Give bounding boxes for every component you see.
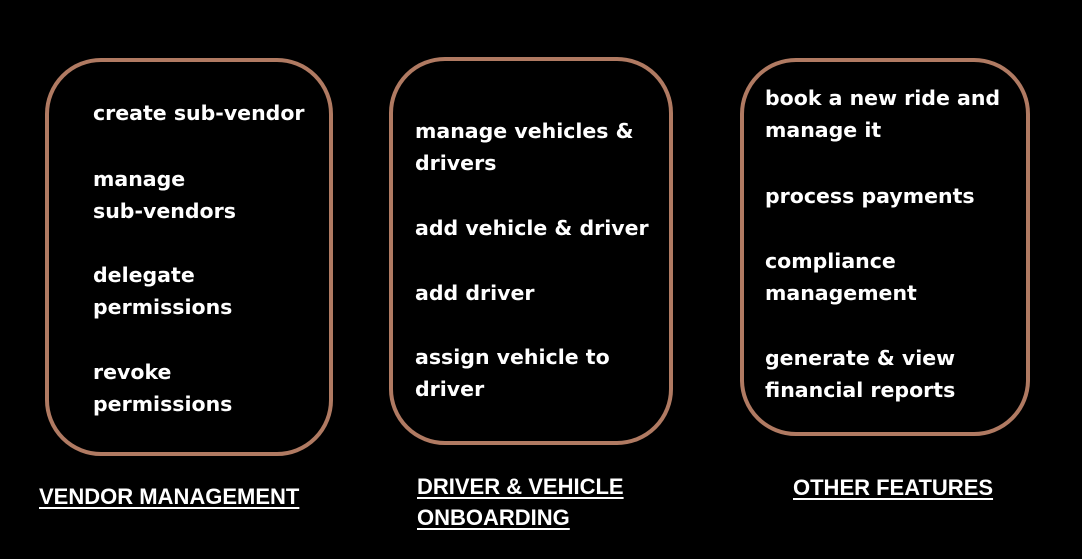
vendor-item-delegate-permissions: delegate permissions	[93, 263, 233, 319]
other-features-caption: OTHER FEATURES	[793, 475, 994, 500]
vendor-management-panel	[45, 58, 333, 456]
driver-vehicle-onboarding-caption: DRIVER & VEHICLE ONBOARDING	[417, 474, 624, 530]
driver-item-add-vehicle-driver: add vehicle & driver	[415, 216, 649, 240]
vendor-item-revoke-permissions: revoke permissions	[93, 360, 233, 416]
driver-item-manage-vehicles-drivers: manage vehicles & drivers	[415, 119, 634, 175]
driver-item-add-driver: add driver	[415, 281, 535, 305]
other-item-compliance-management: compliance management	[765, 249, 917, 305]
other-features-panel	[740, 58, 1030, 436]
vendor-management-caption: VENDOR MANAGEMENT	[39, 484, 300, 509]
vendor-item-manage-sub-vendors: manage sub-vendors	[93, 167, 236, 223]
driver-item-assign-vehicle: assign vehicle to driver	[415, 345, 610, 401]
other-item-book-ride: book a new ride and manage it	[765, 86, 1001, 142]
driver-vehicle-onboarding-panel	[389, 57, 673, 445]
other-item-financial-reports: generate & view financial reports	[765, 346, 956, 402]
vendor-item-create-sub-vendor: create sub-vendor	[93, 101, 305, 125]
other-item-process-payments: process payments	[765, 184, 975, 208]
